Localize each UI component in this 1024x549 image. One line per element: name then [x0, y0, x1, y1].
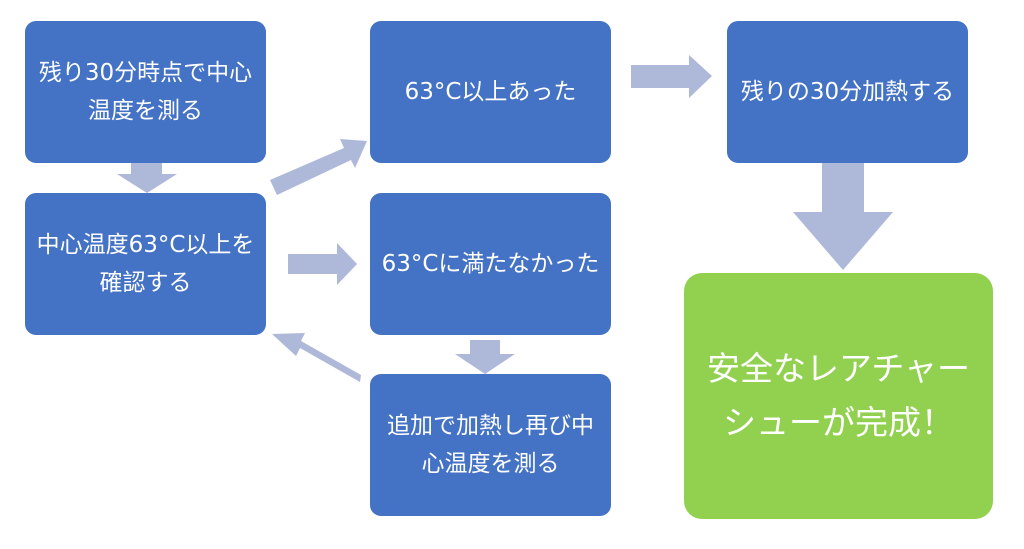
- node-complete-label: 安全なレアチャーシューが完成！: [706, 349, 970, 442]
- arrow-below-to-heat-again: [455, 340, 515, 374]
- node-above-63: 63°C以上あった: [370, 21, 611, 163]
- arrow-check-to-above: [270, 139, 367, 195]
- node-heat-again: 追加で加熱し再び中心温度を測る: [370, 374, 611, 516]
- node-heat-again-label: 追加で加熱し再び中心温度を測る: [387, 413, 594, 477]
- node-below-63: 63°Cに満たなかった: [370, 193, 611, 335]
- node-above-63-label: 63°C以上あった: [404, 79, 577, 105]
- arrow-check-to-below: [288, 243, 357, 285]
- node-heat-remaining-label: 残りの30分加熱する: [740, 79, 955, 105]
- node-measure-at-30: 残り30分時点で中心温度を測る: [25, 21, 266, 163]
- arrow-measure-to-check: [117, 158, 177, 193]
- node-below-63-label: 63°Cに満たなかった: [381, 251, 600, 277]
- node-measure-at-30-label: 残り30分時点で中心温度を測る: [38, 60, 253, 124]
- node-complete: 安全なレアチャーシューが完成！: [684, 273, 993, 519]
- node-heat-remaining: 残りの30分加熱する: [727, 21, 968, 163]
- arrow-above-to-heat-remaining: [631, 55, 712, 98]
- arrow-heat-again-to-check: [272, 333, 361, 382]
- node-check-63: 中心温度63°C以上を確認する: [25, 193, 266, 335]
- node-check-63-label: 中心温度63°C以上を確認する: [36, 232, 255, 296]
- arrow-heat-remaining-to-complete: [793, 157, 893, 270]
